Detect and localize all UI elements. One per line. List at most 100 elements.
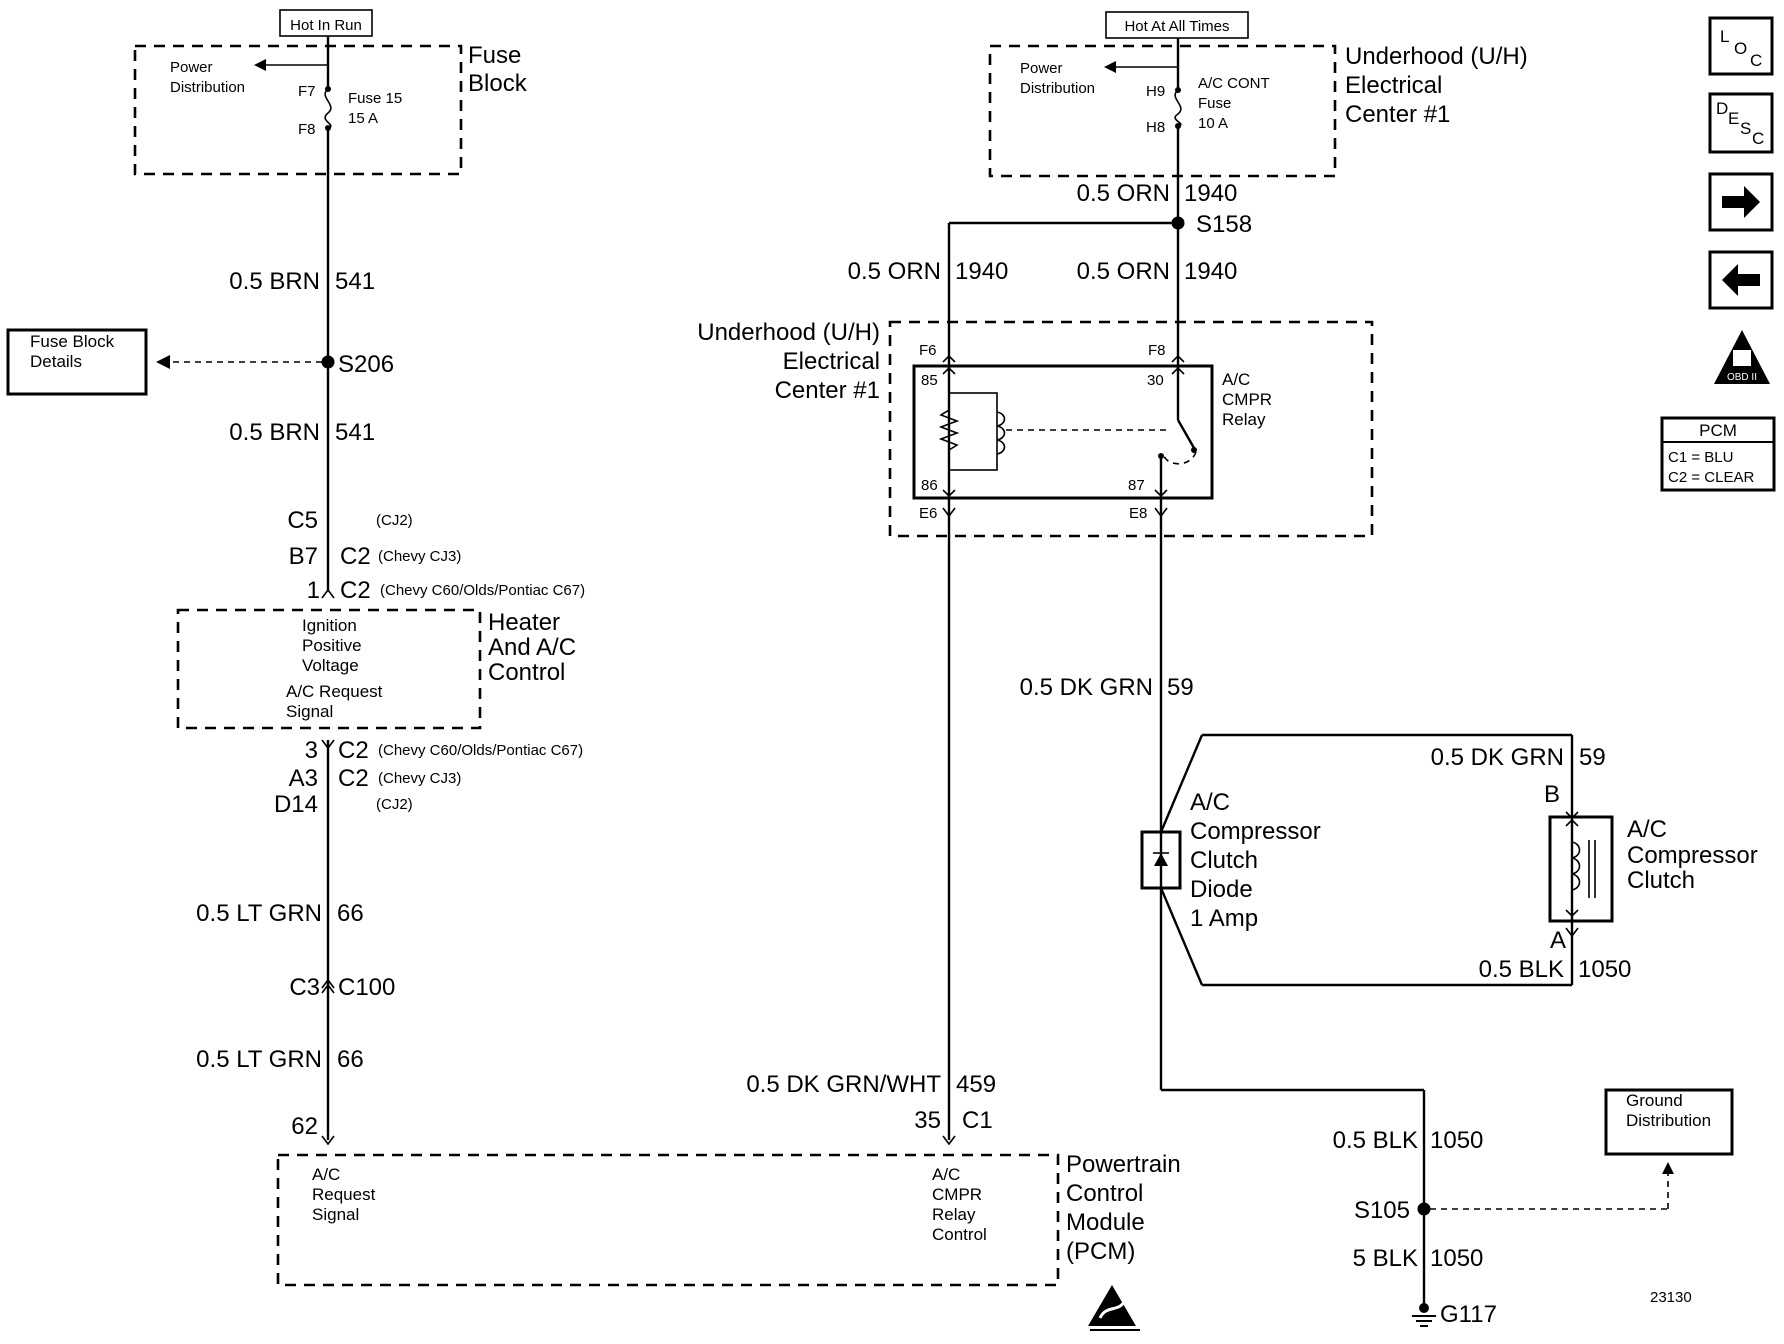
relay-label-2: CMPR (1222, 390, 1272, 409)
fuse-block-power-dist-2: Distribution (170, 79, 245, 96)
esd-warning-icon (1088, 1285, 1140, 1331)
desc-button[interactable]: D E S C (1708, 92, 1774, 154)
wire-1940-a-color: 0.5 ORN (1077, 180, 1170, 207)
next-page-button[interactable] (1708, 172, 1774, 232)
hvac-ign-3: Voltage (302, 656, 359, 675)
wire-59-b-color: 0.5 DK GRN (1431, 744, 1564, 771)
fuse-15-rating: 15 A (348, 110, 378, 127)
hvac-conn-pin3: 3 (305, 737, 318, 764)
fuse-block-box (133, 44, 463, 176)
wire-1940-a-circuit: 1940 (1184, 180, 1237, 207)
uh-top-title-2: Electrical (1345, 72, 1442, 99)
uh-top-title-3: Center #1 (1345, 101, 1450, 128)
ground-g117-label: G117 (1440, 1301, 1497, 1328)
wire-66-a-circuit: 66 (337, 900, 364, 927)
fuse-block-title-1: Fuse (468, 42, 521, 69)
hvac-conn-pin1-note: (Chevy C60/Olds/Pontiac C67) (380, 582, 585, 599)
pcm-title-3: Module (1066, 1209, 1145, 1236)
wire-1940-b-circuit: 1940 (955, 258, 1008, 285)
prev-page-button[interactable] (1708, 250, 1774, 310)
hvac-conn-pin3-c2: C2 (338, 737, 369, 764)
wire-59-a-color: 0.5 DK GRN (1020, 674, 1153, 701)
ground-distribution-button[interactable] (1604, 1088, 1734, 1156)
loc-button[interactable]: L O C (1708, 16, 1774, 76)
desc-c: C (1752, 129, 1764, 148)
ac-cont-fuse-icon (1174, 89, 1182, 127)
uh-relay-title-2: Electrical (783, 348, 880, 375)
relay-pin-87: 87 (1128, 477, 1145, 494)
wire-541-b-color: 0.5 BRN (229, 419, 320, 446)
ac-cont-fuse-2: Fuse (1198, 95, 1231, 112)
hvac-title-2: And A/C (488, 634, 576, 661)
hvac-conn-a3: A3 (289, 765, 318, 792)
loc-c: C (1750, 51, 1762, 70)
hvac-conn-a3-c2: C2 (338, 765, 369, 792)
obd-ii-label: OBD II (1727, 372, 1757, 383)
relay-label-1: A/C (1222, 370, 1250, 389)
wire-459-circuit: 459 (956, 1071, 996, 1098)
pcm-legend-c1: C1 = BLU (1668, 449, 1733, 466)
pcm-connector-legend: PCM C1 = BLU C2 = CLEAR (1660, 416, 1776, 492)
uh-top-power-dist-2: Distribution (1020, 80, 1095, 97)
relay-label-3: Relay (1222, 410, 1266, 429)
hvac-conn-b7-c2: C2 (340, 543, 371, 570)
uh-relay-pin-e8: E8 (1129, 505, 1147, 522)
ac-cont-fuse-3: 10 A (1198, 115, 1228, 132)
pcm-relay-3: Relay (932, 1205, 976, 1224)
relay-coil-icon (996, 411, 1006, 455)
wire-1050-a-circuit: 1050 (1578, 956, 1631, 983)
wire-1050-b-color: 0.5 BLK (1333, 1127, 1418, 1154)
loc-o: O (1734, 39, 1747, 58)
uh-power-dist-arrow-icon (1104, 61, 1116, 73)
hvac-title-1: Heater (488, 609, 560, 636)
hvac-control-box (176, 608, 482, 730)
hvac-ign-2: Positive (302, 636, 362, 655)
diode-label-4: Diode (1190, 876, 1253, 903)
c100-right: C100 (338, 974, 395, 1001)
wire-66-a-color: 0.5 LT GRN (196, 900, 322, 927)
pcm-req-3: Signal (312, 1205, 359, 1224)
uh-relay-pin-f8: F8 (1148, 342, 1166, 359)
wire-66-b-circuit: 66 (337, 1046, 364, 1073)
pcm-title-4: (PCM) (1066, 1238, 1135, 1265)
splice-s206-label: S206 (338, 351, 394, 378)
pcm-legend-c2: C2 = CLEAR (1668, 469, 1754, 486)
fuse-block-details-1: Fuse Block (30, 332, 115, 351)
wire-541-a-color: 0.5 BRN (229, 268, 320, 295)
relay-coil-frame (948, 392, 998, 471)
splice-s158-label: S158 (1196, 211, 1252, 238)
clutch-pin-b: B (1544, 781, 1560, 808)
uh-relay-pin-f6: F6 (919, 342, 937, 359)
relay-switch-arm (1176, 419, 1196, 449)
uh-top-power-dist-1: Power (1020, 60, 1063, 77)
hvac-req-1: A/C Request (286, 682, 383, 701)
wire-1940-c-circuit: 1940 (1184, 258, 1237, 285)
pcm-relay-4: Control (932, 1225, 987, 1244)
fuse-15-name: Fuse 15 (348, 90, 402, 107)
hot-at-all-times-label: Hot At All Times (1124, 18, 1229, 35)
fuse-15-icon (324, 88, 332, 129)
hvac-title-3: Control (488, 659, 565, 686)
hot-in-run-label: Hot In Run (290, 17, 362, 34)
obd-ii-button[interactable]: OBD II (1714, 330, 1770, 384)
desc-s: S (1740, 119, 1751, 138)
hvac-req-2: Signal (286, 702, 333, 721)
diode-label-2: Compressor (1190, 818, 1321, 845)
fuse-block-details-button[interactable] (6, 328, 148, 396)
clutch-pin-a: A (1550, 927, 1566, 954)
fuse-block-details-2: Details (30, 352, 82, 371)
relay-pin-86: 86 (921, 477, 938, 494)
fuse-block-details-arrow-icon (156, 355, 170, 369)
pcm-relay-2: CMPR (932, 1185, 982, 1204)
wire-459-color: 0.5 DK GRN/WHT (746, 1071, 941, 1098)
hvac-conn-a3-note: (Chevy CJ3) (378, 770, 461, 787)
pcm-title-1: Powertrain (1066, 1151, 1181, 1178)
power-dist-arrow-icon (254, 59, 266, 71)
hvac-ign-1: Ignition (302, 616, 357, 635)
hvac-conn-pin1-c2: C2 (340, 577, 371, 604)
ground-g117-icon (1412, 1315, 1436, 1327)
figure-number: 23130 (1650, 1289, 1692, 1306)
ground-dist-1: Ground (1626, 1091, 1683, 1110)
clutch-coil-icon (1571, 841, 1581, 891)
